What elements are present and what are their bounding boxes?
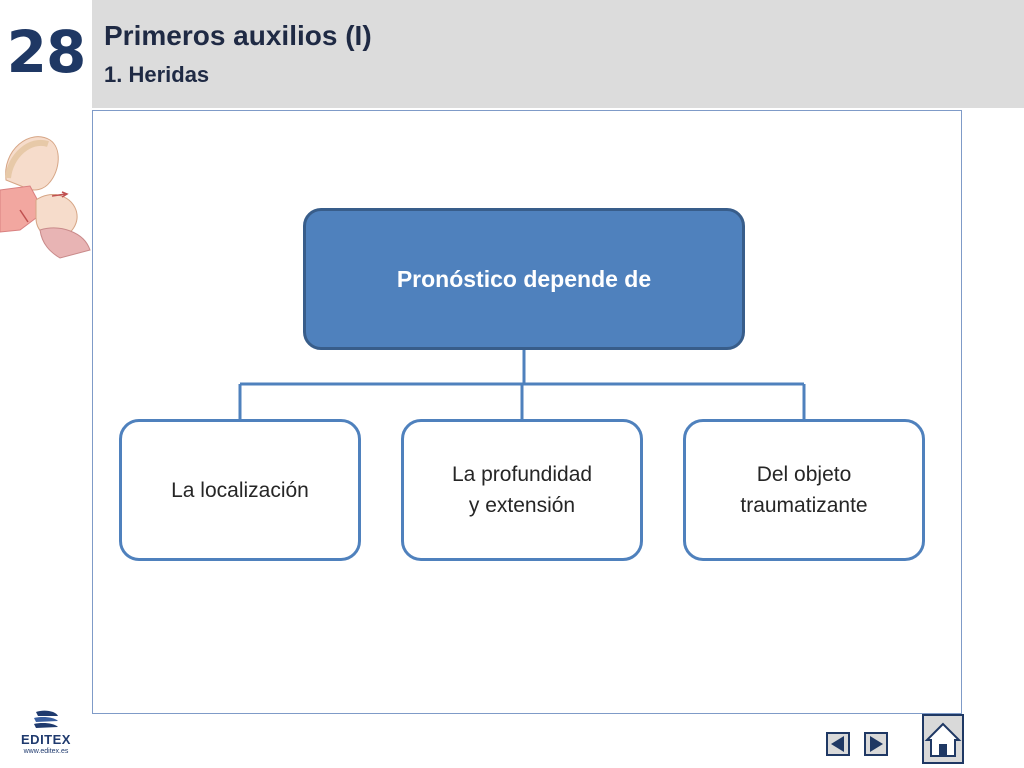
triangle-left-icon: [831, 736, 844, 752]
prev-slide-button[interactable]: [826, 732, 850, 756]
child-node-label: Del objeto traumatizante: [740, 463, 868, 517]
triangle-right-icon: [870, 736, 883, 752]
house-icon: [924, 722, 962, 757]
diagram-child-node: La localización: [119, 419, 361, 561]
logo-name: EDITEX: [21, 732, 71, 747]
page-subtitle: 1. Heridas: [104, 62, 210, 87]
diagram-child-node: Del objeto traumatizante: [683, 419, 925, 561]
diagram-child-node: La profundidad y extensión: [401, 419, 643, 561]
diagram-root-node: Pronóstico depende de: [303, 208, 745, 350]
next-slide-button[interactable]: [864, 732, 888, 756]
root-node-label: Pronóstico depende de: [396, 265, 652, 292]
unit-number: 28: [6, 18, 87, 86]
child-node-label: La profundidad y extensión: [451, 463, 593, 517]
editex-logo: EDITEX www.editex.es: [14, 710, 78, 760]
page-title: Primeros auxilios (I): [104, 20, 372, 51]
child-node-label: La localización: [171, 478, 309, 502]
first-aid-illustration: [0, 136, 91, 259]
home-button[interactable]: [922, 714, 964, 764]
header-bar: [92, 0, 1024, 108]
logo-url: www.editex.es: [23, 748, 69, 755]
content-frame: [92, 110, 962, 714]
editex-logo-mark: [34, 710, 58, 728]
